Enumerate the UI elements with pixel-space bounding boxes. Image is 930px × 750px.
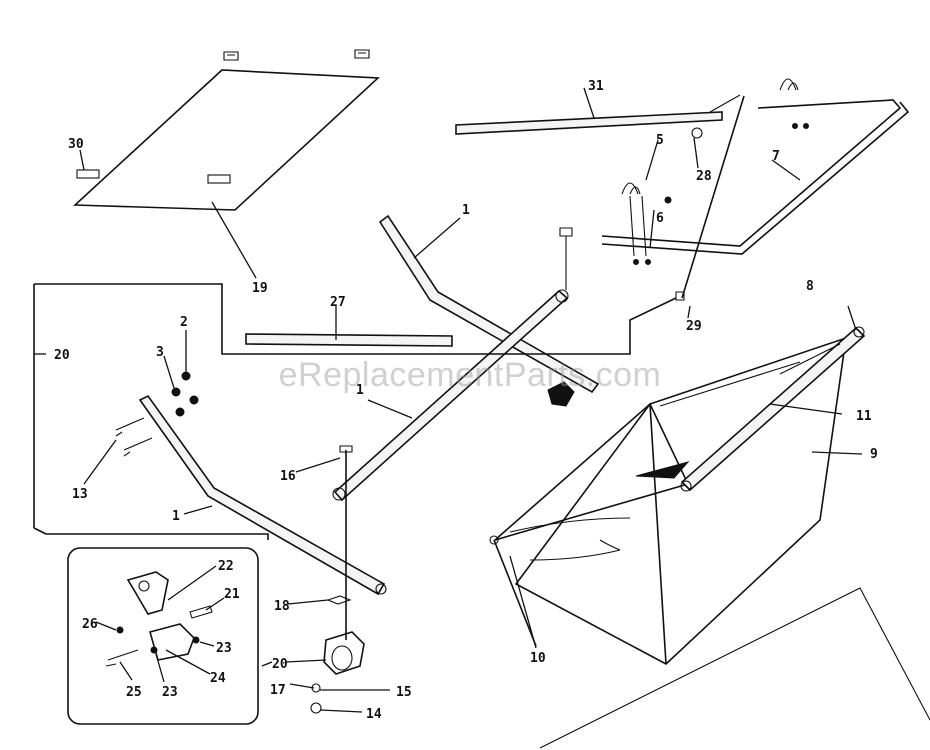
part-labels: 30 19 31 5 28 6 7 1 29 27 8 11 9 10 1 20…: [54, 79, 878, 722]
label-22: 22: [218, 559, 234, 574]
part-31-upper-tube: [455, 111, 723, 135]
label-11: 11: [856, 409, 872, 424]
label-17: 17: [270, 683, 286, 698]
label-26: 26: [82, 617, 98, 632]
label-5: 5: [656, 133, 664, 148]
part-28-wire-rod: [33, 283, 677, 540]
label-14: 14: [366, 707, 382, 722]
label-20-rod: 20: [54, 348, 70, 363]
label-2: 2: [180, 315, 188, 330]
part-16-20-caster: [310, 445, 365, 714]
leader-lines: [34, 87, 863, 713]
label-25: 25: [126, 685, 142, 700]
grass-catcher-bag: [489, 326, 866, 665]
inset-detail-box: [67, 547, 259, 725]
label-18: 18: [274, 599, 290, 614]
label-7: 7: [772, 149, 780, 164]
label-23-right: 23: [216, 641, 232, 656]
label-13: 13: [72, 487, 88, 502]
label-15: 15: [396, 685, 412, 700]
part-19-cover-panel: [73, 49, 380, 211]
part-29-rod: [675, 94, 745, 301]
label-10: 10: [530, 651, 546, 666]
label-24: 24: [210, 671, 226, 686]
label-23-left: 23: [162, 685, 178, 700]
label-1-lower: 1: [172, 509, 180, 524]
label-6: 6: [656, 211, 664, 226]
label-28: 28: [696, 169, 712, 184]
label-3: 3: [156, 345, 164, 360]
label-1-upper: 1: [462, 203, 470, 218]
label-19: 19: [252, 281, 268, 296]
label-27: 27: [330, 295, 346, 310]
label-9: 9: [870, 447, 878, 462]
hardware-bolts-nuts: [115, 371, 199, 457]
label-20-caster: 20: [272, 657, 288, 672]
label-31: 31: [588, 79, 604, 94]
label-21: 21: [224, 587, 240, 602]
label-8: 8: [806, 279, 814, 294]
part-27-cross-tube: [245, 333, 453, 347]
label-29: 29: [686, 319, 702, 334]
label-16: 16: [280, 469, 296, 484]
perspective-line: [539, 587, 930, 749]
part-1-handle-bars: [138, 214, 600, 596]
label-1-middle: 1: [356, 383, 364, 398]
part-7-u-frame: [601, 78, 910, 265]
label-30: 30: [68, 137, 84, 152]
